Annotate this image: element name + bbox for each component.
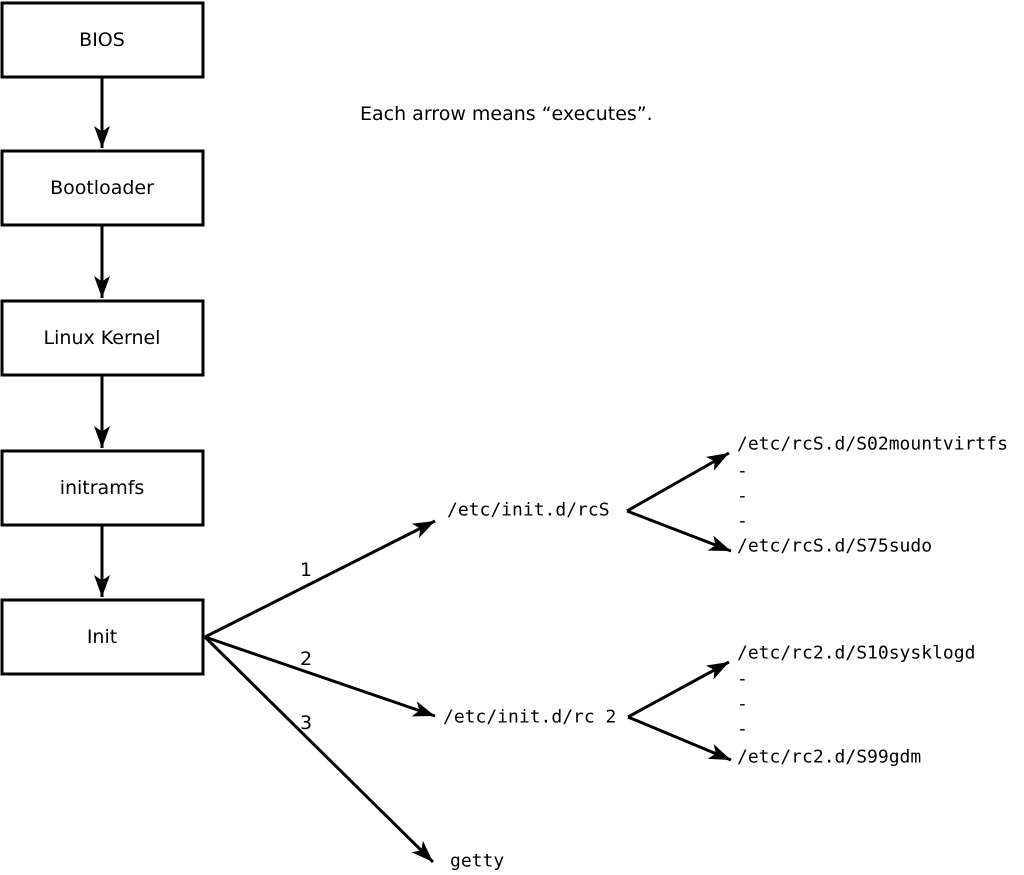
box-bootloader-label: Bootloader	[50, 177, 154, 199]
branch-rc2-target: /etc/init.d/rc 2	[443, 707, 616, 728]
branch-getty: 3 getty	[203, 635, 504, 872]
branch-getty-number: 3	[300, 712, 312, 734]
box-bios-label: BIOS	[79, 29, 125, 51]
box-initramfs-label: initramfs	[60, 477, 145, 499]
box-bootloader	[0, 149, 205, 227]
box-initramfs	[0, 449, 205, 527]
script-s02mountvirtfs: /etc/rcS.d/S02mountvirtfs	[737, 434, 1008, 455]
boot-chain: BIOS Bootloader Linux Kernel initramfs I…	[0, 1, 205, 676]
legend-note: Each arrow means “executes”.	[360, 103, 653, 125]
branch-rcS: 1 /etc/init.d/rcS /etc/rcS.d/S02mountvir…	[204, 434, 1008, 639]
rc2-ellipsis-dash-2: -	[737, 694, 748, 715]
arrow-rcS-to-last-script	[626, 509, 732, 553]
box-linux-kernel-label: Linux Kernel	[44, 327, 161, 349]
branch-getty-target: getty	[450, 851, 504, 872]
branch-rc2: 2 /etc/init.d/rc 2 /etc/rc2.d/S10sysklog…	[204, 635, 975, 768]
rc2-ellipsis-dash-3: -	[737, 719, 748, 740]
script-s10sysklogd: /etc/rc2.d/S10sysklogd	[737, 643, 975, 664]
rcS-ellipsis-dash-1: -	[737, 461, 748, 482]
arrow-rcS-to-first-script	[626, 451, 730, 513]
arrow-init-to-rc2	[204, 635, 436, 718]
arrow-init-to-rcS	[204, 519, 436, 639]
arrow-rc2-to-first-script	[627, 660, 730, 719]
arrow-init-to-getty	[203, 635, 435, 864]
box-bios	[0, 1, 205, 79]
branch-rc2-number: 2	[300, 648, 312, 670]
rcS-ellipsis-dash-2: -	[737, 486, 748, 507]
rcS-ellipsis-dash-3: -	[737, 511, 748, 532]
box-init-label: Init	[87, 626, 117, 648]
script-s75sudo: /etc/rcS.d/S75sudo	[737, 536, 932, 557]
arrow-rc2-to-last-script	[627, 715, 732, 762]
rc2-ellipsis-dash-1: -	[737, 669, 748, 690]
branch-rcS-target: /etc/init.d/rcS	[447, 500, 610, 521]
script-s99gdm: /etc/rc2.d/S99gdm	[737, 747, 921, 768]
branch-rcS-number: 1	[300, 559, 312, 581]
box-init	[0, 598, 205, 676]
